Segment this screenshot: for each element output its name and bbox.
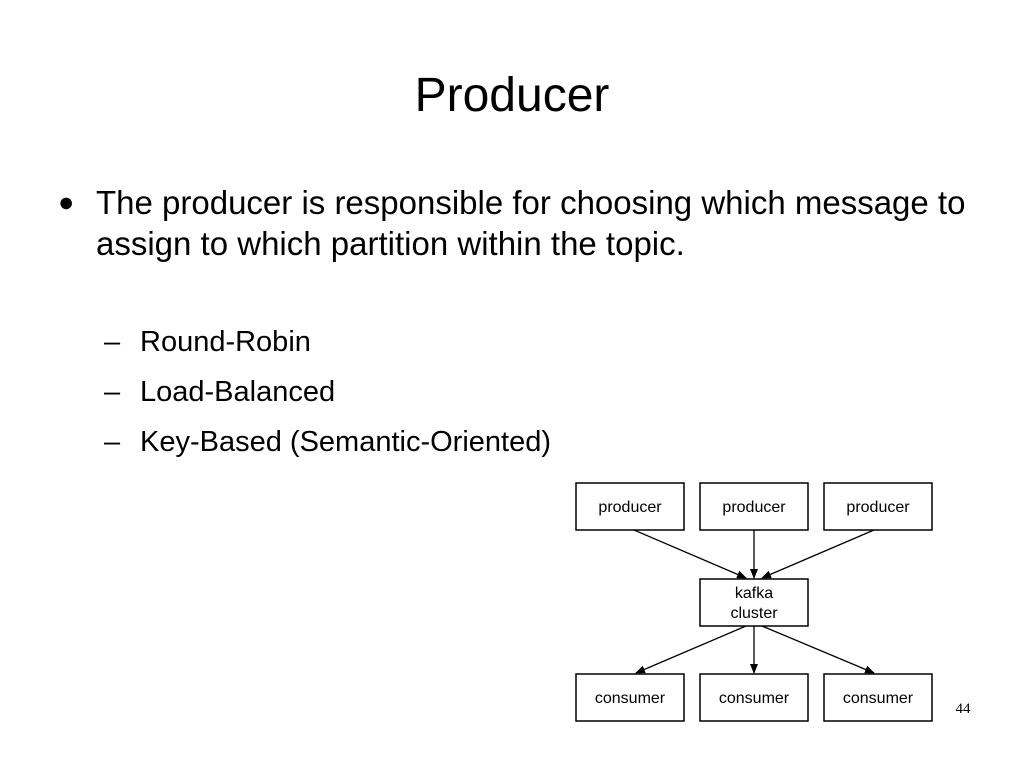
- sub-bullet-load-balanced: Load-Balanced: [140, 376, 336, 408]
- bullet-dot-icon: ●: [58, 187, 75, 217]
- producer-box: producer: [823, 482, 933, 531]
- page-number: 44: [955, 701, 971, 717]
- consumer-box: consumer: [699, 673, 809, 722]
- producer-label: producer: [598, 499, 662, 516]
- sub-bullet-list: – Round-Robin – Load-Balanced – Key-Base…: [104, 322, 551, 472]
- producer-label: producer: [846, 499, 910, 516]
- sub-bullet-item: – Load-Balanced: [104, 372, 551, 422]
- arrow-cluster-to-consumer: [635, 625, 747, 674]
- sub-bullet-key-based: Key-Based (Semantic-Oriented): [140, 426, 551, 458]
- kafka-architecture-diagram: producer producer producer kafka cluster…: [575, 482, 933, 722]
- arrow-cluster-to-consumer: [761, 625, 875, 674]
- sub-bullet-item: – Key-Based (Semantic-Oriented): [104, 422, 551, 472]
- dash-icon: –: [104, 426, 121, 458]
- consumer-label: consumer: [719, 690, 790, 707]
- producer-box: producer: [699, 482, 809, 531]
- slide-title: Producer: [414, 69, 610, 122]
- cluster-label-line2: cluster: [730, 605, 778, 622]
- consumer-label: consumer: [843, 690, 914, 707]
- main-bullet: ● The producer is responsible for choosi…: [58, 182, 968, 264]
- kafka-cluster-box: kafka cluster: [699, 578, 809, 627]
- sub-bullet-item: – Round-Robin: [104, 322, 551, 372]
- cluster-label-line1: kafka: [735, 585, 773, 602]
- arrow-producer-to-cluster: [633, 529, 747, 579]
- dash-icon: –: [104, 376, 121, 408]
- producer-box: producer: [575, 482, 685, 531]
- dash-icon: –: [104, 326, 121, 358]
- consumer-box: consumer: [575, 673, 685, 722]
- main-bullet-text: The producer is responsible for choosing…: [96, 184, 966, 262]
- producer-label: producer: [722, 499, 786, 516]
- sub-bullet-round-robin: Round-Robin: [140, 326, 311, 358]
- consumer-box: consumer: [823, 673, 933, 722]
- arrow-producer-to-cluster: [761, 529, 875, 579]
- consumer-label: consumer: [595, 690, 666, 707]
